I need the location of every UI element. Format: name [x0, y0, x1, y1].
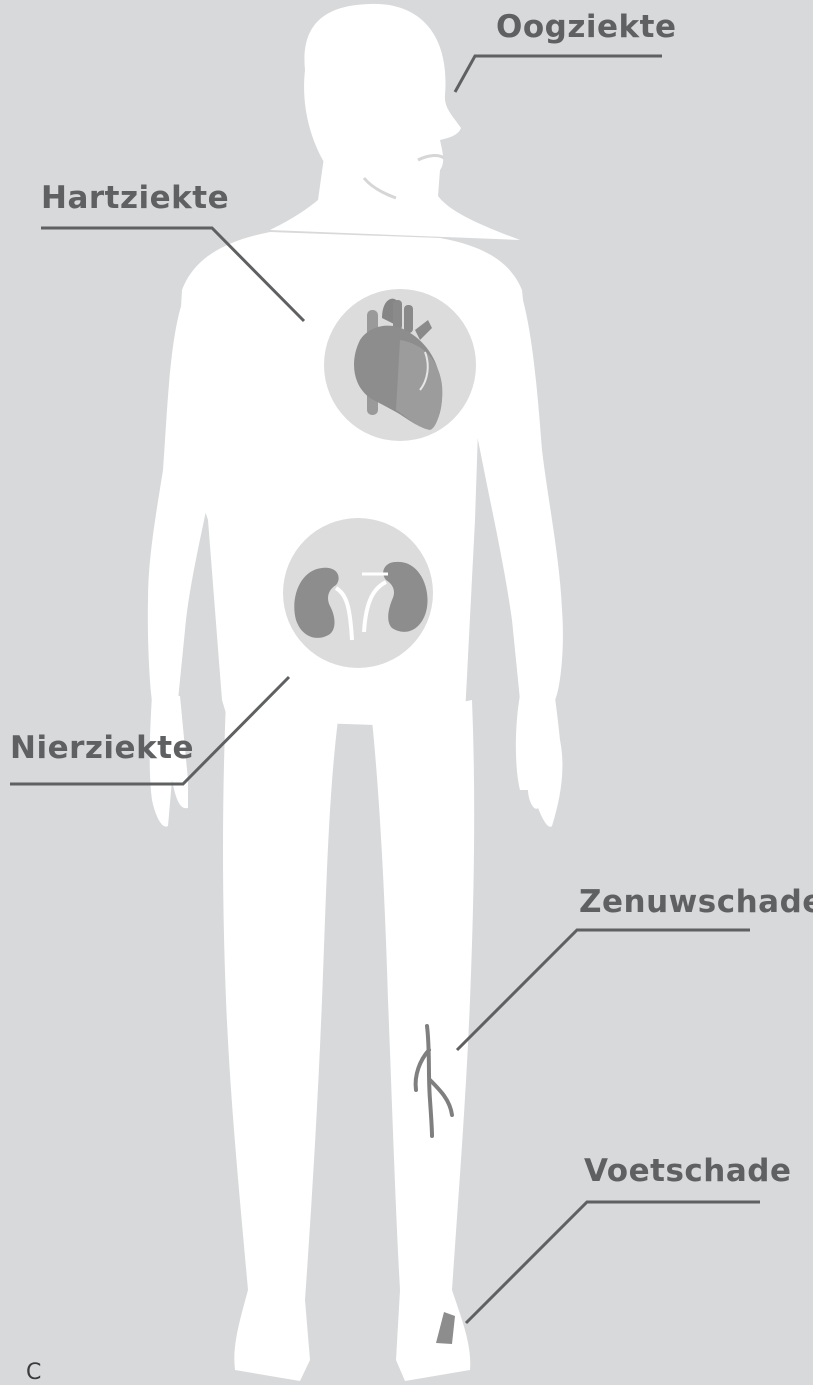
- kidneys-organ: [283, 518, 433, 668]
- right-arm: [470, 290, 563, 700]
- eye-leader-line: [455, 56, 662, 92]
- nerve-leader-line: [457, 930, 750, 1050]
- label-kidney-disease: Nierziekte: [10, 733, 194, 764]
- label-heart-disease: Hartziekte: [41, 183, 229, 214]
- left-leg: [223, 700, 338, 1381]
- right-leg: [372, 700, 474, 1381]
- label-foot-damage: Voetschade: [584, 1156, 791, 1187]
- right-hand: [516, 695, 563, 827]
- label-nerve-damage: Zenuwschade: [579, 887, 813, 918]
- foot-leader-line: [466, 1202, 760, 1323]
- label-eye-disease: Oogziekte: [496, 12, 677, 43]
- heart-organ: [324, 289, 476, 441]
